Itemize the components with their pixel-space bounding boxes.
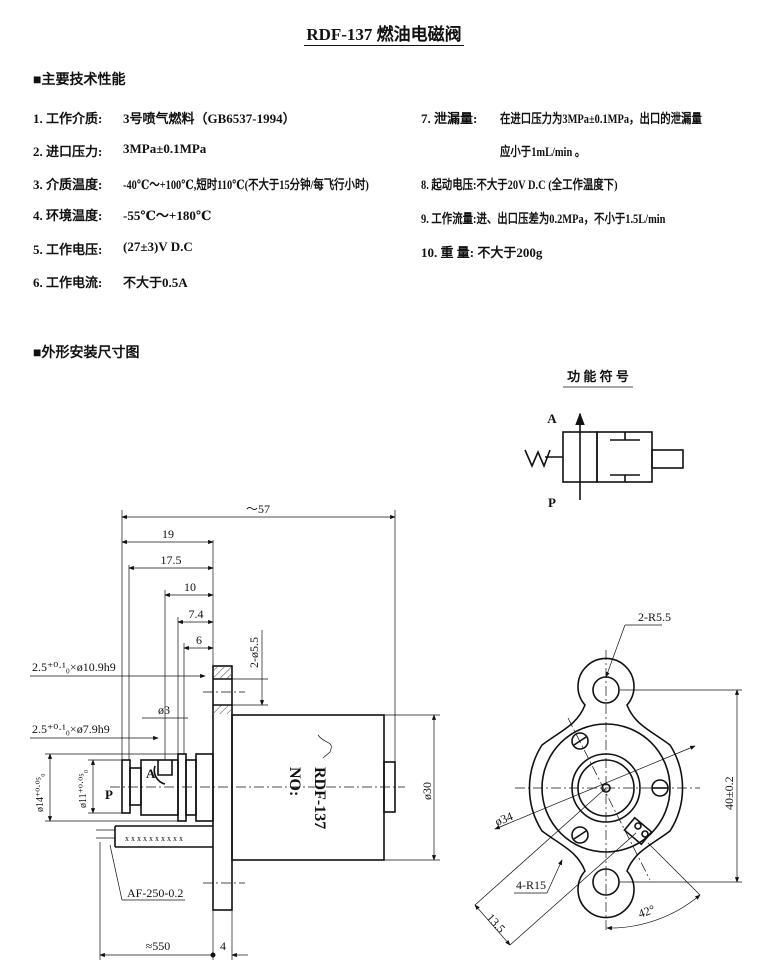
spec-label: 工作电流: — [46, 275, 103, 290]
spec-num: 9. — [421, 211, 429, 226]
port-a-label: A — [146, 766, 156, 781]
spec-num: 3. — [33, 177, 43, 192]
spec-item: 4. 环境温度: -55℃～+180℃ — [33, 205, 211, 224]
lead-wire — [114, 825, 213, 848]
port-p-label: P — [105, 787, 113, 802]
spec-value: 不大于20V D.C (全工作温度下) — [476, 177, 618, 192]
flange-hatch — [214, 705, 231, 714]
spec-num: 5. — [33, 242, 43, 257]
spring-icon — [524, 449, 551, 469]
spec-num: 10. — [421, 245, 438, 260]
outlet-port — [153, 760, 173, 785]
dim-r15-label: 4-R15 — [516, 878, 546, 892]
spec-value-continued: 应小于1mL/min 。 — [500, 141, 607, 160]
spec-item: 1. 工作介质: 3号喷气燃料（GB6537-1994） — [33, 108, 296, 127]
dim-13-5-label: 13.5 — [484, 911, 508, 936]
wire-spec-label: AF-250-0.2 — [127, 886, 183, 900]
connector-icon — [623, 816, 653, 846]
dim-d3-label: ø3 — [158, 703, 170, 717]
logo-icon — [317, 734, 332, 759]
spec-value: 不大于200g — [477, 245, 543, 260]
collar — [177, 753, 187, 822]
section-drawing-heading: ■外形安装尺寸图 — [33, 346, 140, 361]
valve-body — [195, 753, 214, 822]
spec-value: 3号喷气燃料（GB6537-1994） — [123, 111, 296, 126]
spec-value: (27±3)V D.C — [123, 239, 193, 254]
spec-label: 泄漏量: — [434, 111, 478, 126]
title-text: RDF-137 燃油电磁阀 — [304, 25, 464, 46]
wire-ends — [96, 829, 123, 960]
spec-num: 4. — [33, 208, 43, 223]
function-symbol: 功 能 符 号 A P — [524, 369, 684, 510]
spec-label: 工作电压: — [46, 242, 103, 257]
dim-7-4-label: 7.4 — [189, 607, 204, 621]
spec-label: 介质温度: — [46, 177, 103, 192]
front-view-drawing: 2-R5.5 40±0.2 ø34 4-R15 13.5 42° — [474, 610, 742, 946]
rear-boss — [383, 761, 396, 813]
screw-icon — [571, 826, 589, 844]
spec-num: 1. — [33, 111, 43, 126]
spec-item: 7. 泄漏量: 在进口压力为3MPa±0.1MPa，出口的泄漏量 — [421, 108, 702, 127]
angle-arc — [606, 894, 701, 931]
dim-d11-label: ø11⁺⁰·⁰⁵₀ — [78, 769, 89, 808]
dim-550-label: ≈550 — [146, 939, 171, 953]
flange-hatch — [214, 667, 231, 679]
spec-num: 7. — [421, 111, 431, 126]
spec-value: 不大于0.5A — [123, 275, 188, 290]
page-title: RDF-137 燃油电磁阀 — [0, 20, 768, 46]
groove-1-label: 2.5⁺⁰·¹₀×ø10.9h9 — [32, 660, 116, 674]
spec-item: 8. 起动电压:不大于20V D.C (全工作温度下) — [421, 174, 667, 193]
spec-value: -55℃～+180℃ — [123, 208, 212, 223]
spec-value-continued-text: 应小于1mL/min 。 — [500, 144, 586, 159]
screw-icon — [571, 732, 589, 750]
solenoid-actuator — [651, 449, 684, 469]
wire-marks: x x x x x x x x x x — [125, 834, 183, 843]
spec-label: 工作介质: — [46, 111, 103, 126]
dim-d30-label: ø30 — [420, 782, 434, 800]
dim-total-label: ～57 — [246, 502, 270, 516]
spec-item: 9. 工作流量:进、出口压差为0.2MPa，不小于1.5L/min — [421, 208, 727, 227]
serial-no-marking: NO: — [286, 767, 303, 796]
mounting-flange — [212, 665, 233, 911]
blocked-ports — [610, 432, 640, 482]
screw-icon — [651, 779, 669, 797]
spec-label: 进口压力: — [46, 144, 103, 159]
inlet-fitting — [121, 759, 131, 814]
spec-value: 3MPa±0.1MPa — [123, 141, 207, 156]
port-p-label: P — [548, 495, 556, 510]
spec-item: 10. 重 量: 不大于200g — [421, 242, 542, 261]
spec-item: 2. 进口压力: 3MPa±0.1MPa — [33, 141, 206, 160]
spec-label: 起动电压: — [431, 177, 477, 192]
section-specs-heading: ■主要技术性能 — [33, 73, 126, 88]
dim-d34-label: ø34 — [493, 809, 515, 829]
dim-6-label: 6 — [196, 633, 202, 647]
spec-label: 工作流量: — [431, 211, 477, 226]
solenoid-body — [231, 714, 385, 861]
dim-17-5-label: 17.5 — [161, 553, 182, 567]
port-a-label: A — [547, 411, 557, 426]
dim-d14-label: ø14⁺⁰·⁰⁵₀ — [35, 773, 46, 812]
dim-40-label: 40±0.2 — [722, 776, 736, 810]
spec-item: 3. 介质温度: -40℃～+100℃,短时110℃(不大于15分钟/每飞行小时) — [33, 174, 369, 193]
spec-value: -40℃～+100℃,短时110℃(不大于15分钟/每飞行小时) — [123, 177, 369, 192]
spec-num: 8. — [421, 177, 429, 192]
groove-2-label: 2.5⁺⁰·¹₀×ø7.9h9 — [32, 722, 110, 736]
spec-label: 环境温度: — [46, 208, 103, 223]
dim-r5-5-label: 2-R5.5 — [638, 610, 671, 624]
spec-num: 2. — [33, 144, 43, 159]
dim-19-label: 19 — [162, 527, 174, 541]
spec-label: 重 量: — [440, 245, 475, 260]
spec-item: 5. 工作电压: (27±3)V D.C — [33, 239, 193, 258]
spec-item: 6. 工作电流: 不大于0.5A — [33, 272, 188, 291]
spec-value: 进、出口压差为0.2MPa，不小于1.5L/min — [476, 211, 666, 226]
dim-holes-label: 2-ø5.5 — [247, 637, 261, 668]
dim-4-label: 4 — [220, 939, 226, 953]
spec-num: 6. — [33, 275, 43, 290]
dim-42-label: 42° — [636, 902, 657, 921]
model-marking: RDF-137 — [311, 767, 328, 829]
dim-10-label: 10 — [184, 580, 196, 594]
spec-value: 在进口压力为3MPa±0.1MPa，出口的泄漏量 — [500, 111, 702, 126]
symbol-title: 功 能 符 号 — [567, 369, 629, 384]
side-view-drawing: A P x x x x x x x x x x AF-250-0.2 NO: R… — [30, 502, 440, 960]
